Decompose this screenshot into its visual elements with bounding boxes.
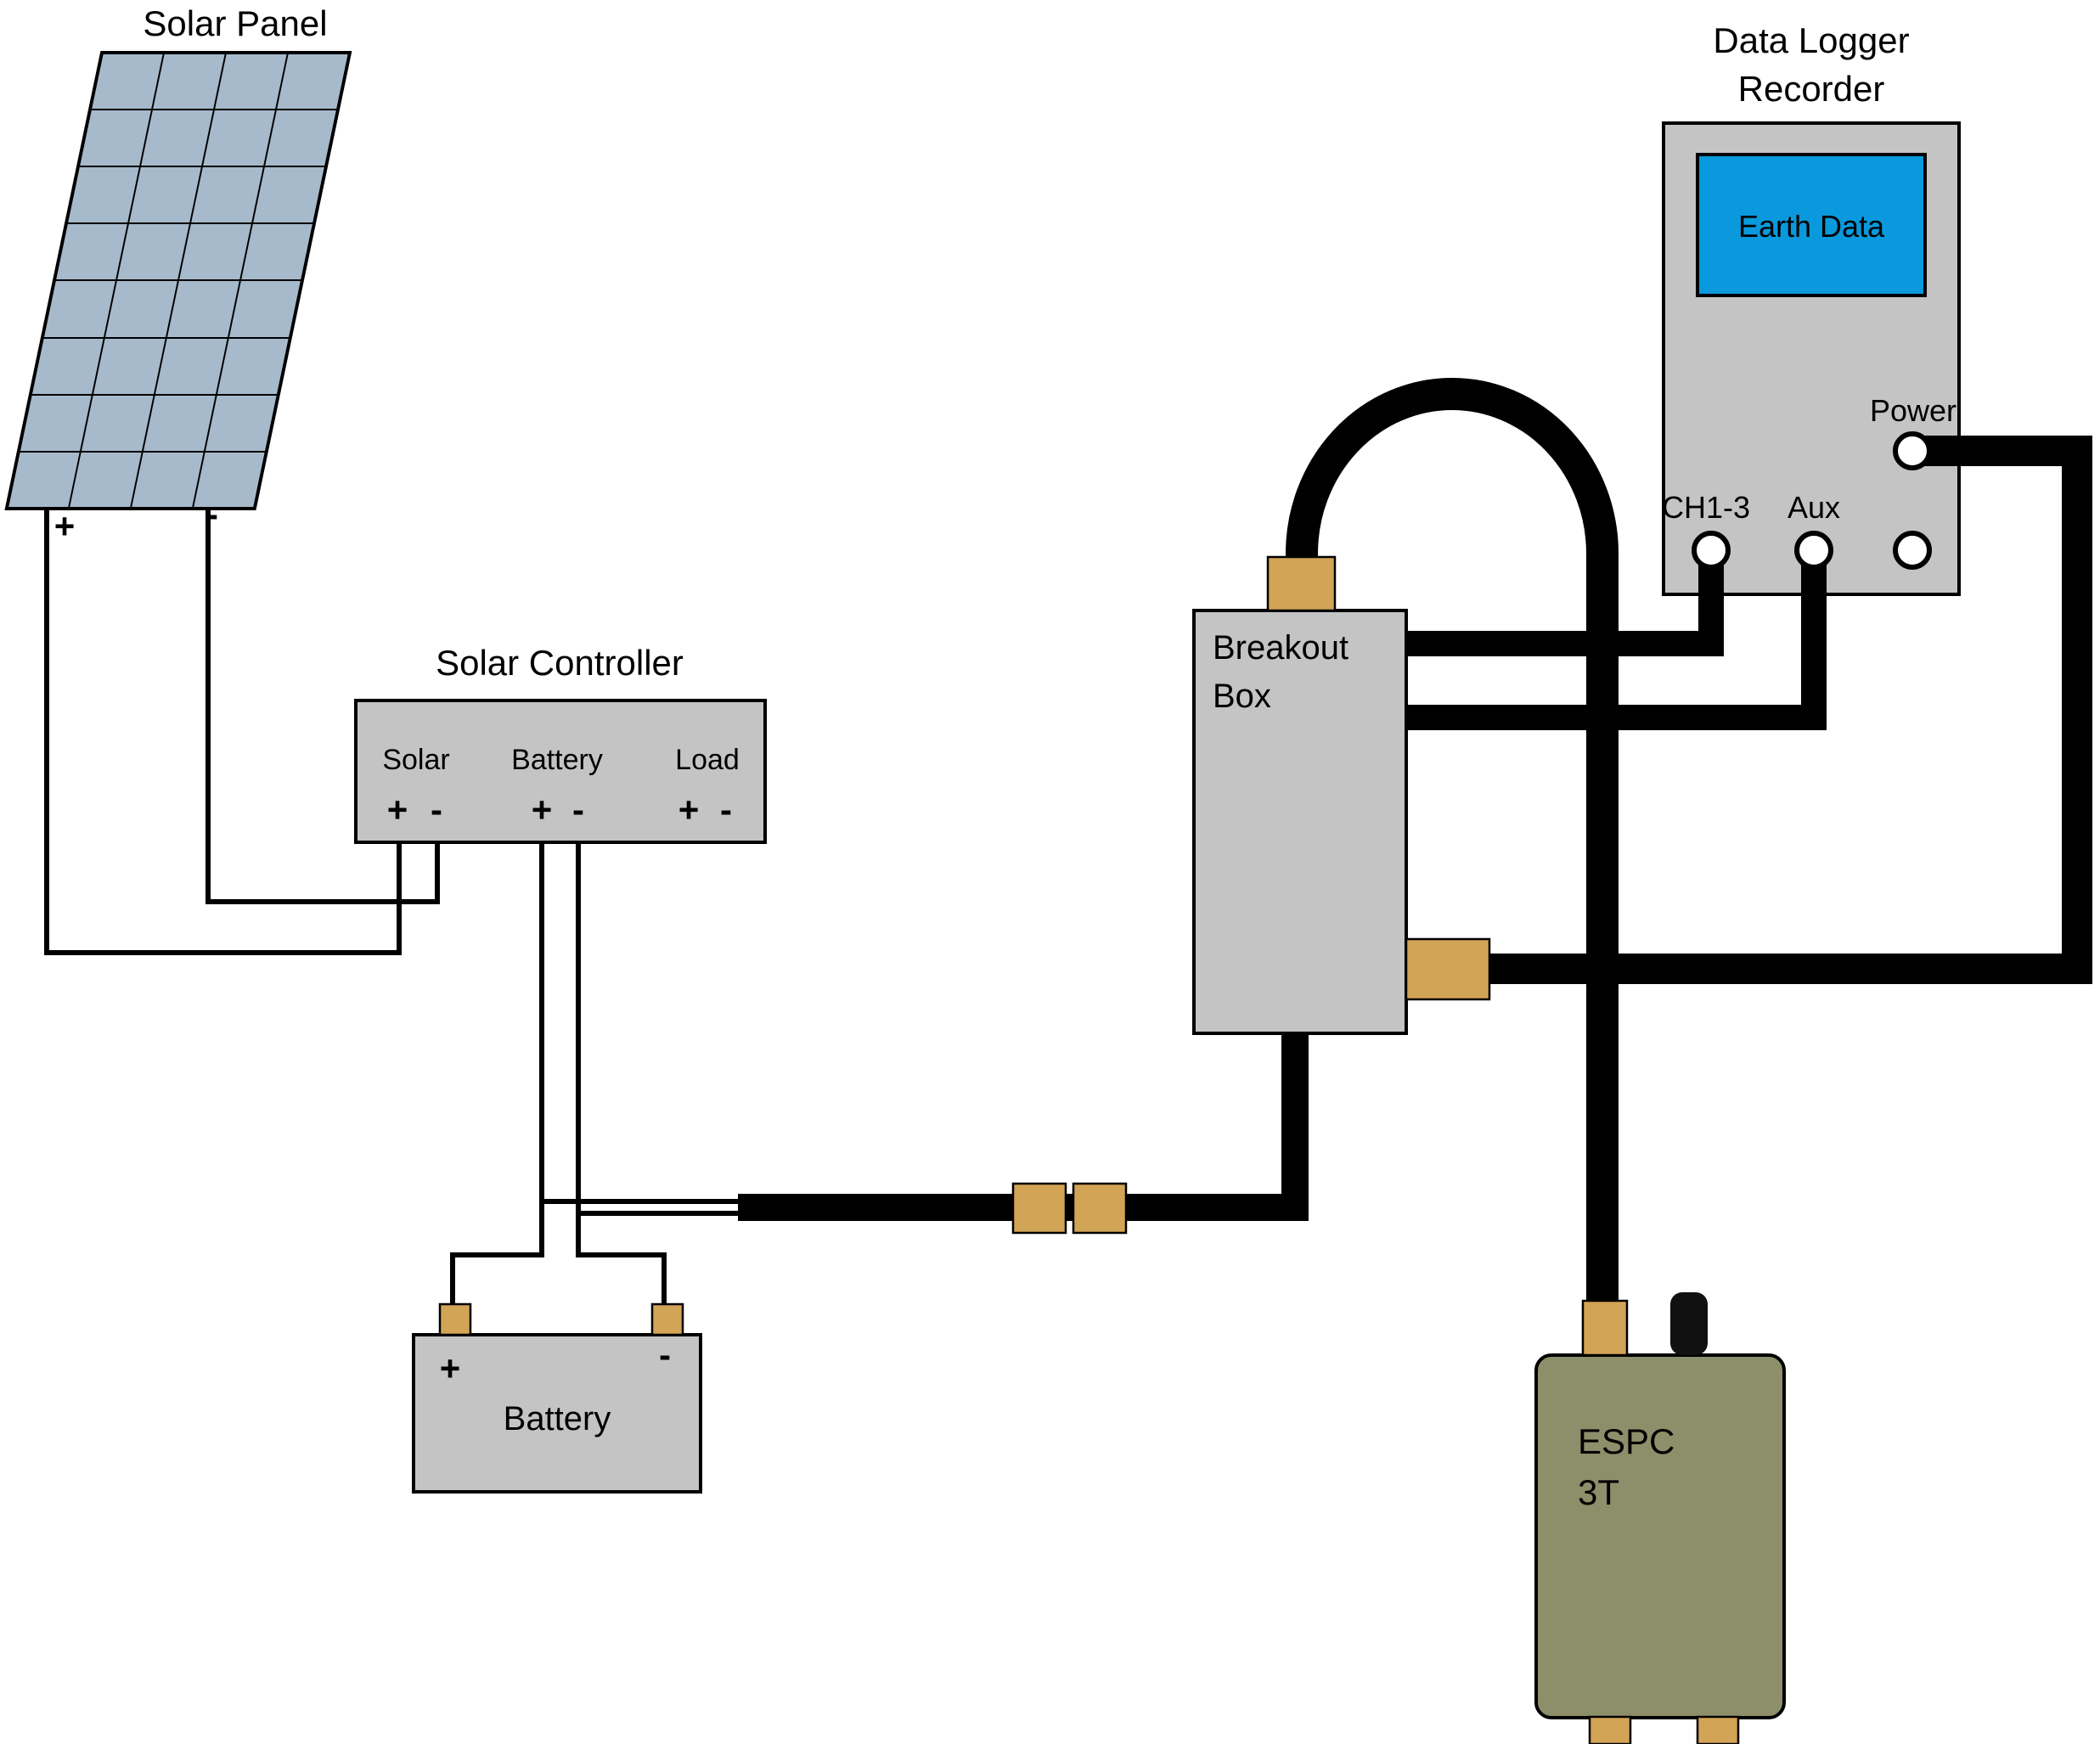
data-logger-screen — [1696, 153, 1927, 297]
battery-plus-label: + — [440, 1348, 461, 1388]
espc-top-connector — [1581, 1299, 1629, 1357]
espc-bottom-connector-a — [1588, 1715, 1632, 1744]
solar-panel — [4, 51, 352, 510]
battery-label: Battery — [504, 1400, 611, 1437]
solar-panel-minus-label: - — [206, 494, 218, 534]
wire-battery-plus — [450, 842, 544, 1309]
cable-logger-power — [1489, 436, 2092, 984]
breakout-label-line1: Breakout — [1213, 629, 1348, 667]
aux-port — [1794, 531, 1833, 570]
solar-panel-grid — [18, 53, 339, 509]
controller-load-minus: - — [720, 790, 732, 830]
power-port — [1893, 431, 1932, 470]
cable-aux — [1406, 548, 1827, 730]
cable-power-to-breakout — [738, 1035, 1309, 1221]
wire-battery-minus — [576, 842, 667, 1309]
solar-controller-title: Solar Controller — [436, 643, 684, 683]
logger-screen-text: Earth Data — [1738, 209, 1885, 244]
controller-battery-minus: - — [572, 790, 584, 830]
espc-sensor-box — [1534, 1353, 1786, 1719]
spare-port — [1893, 531, 1932, 570]
inline-connector-a — [1011, 1182, 1067, 1235]
breakout-label-line2: Box — [1213, 678, 1271, 715]
espc-label-line1: ESPC — [1578, 1421, 1675, 1461]
breakout-top-connector — [1266, 555, 1337, 612]
inline-connector-b — [1072, 1182, 1128, 1235]
battery-post-plus — [438, 1302, 472, 1336]
solar-controller-box — [354, 699, 767, 844]
breakout-box — [1192, 609, 1408, 1035]
espc-cap — [1670, 1292, 1708, 1355]
controller-solar-minus: - — [431, 790, 442, 830]
controller-solar-label: Solar — [382, 744, 449, 776]
espc-bottom-connector-b — [1696, 1715, 1740, 1744]
controller-solar-plus: + — [387, 790, 408, 830]
breakout-right-connector — [1405, 937, 1491, 1001]
data-logger-title-line2: Recorder — [1738, 69, 1885, 109]
controller-battery-plus: + — [532, 790, 553, 830]
controller-battery-label: Battery — [511, 744, 603, 776]
wire-solar-plus — [44, 509, 402, 955]
power-label: Power — [1870, 393, 1956, 428]
controller-load-plus: + — [678, 790, 700, 830]
battery-minus-label: - — [659, 1335, 671, 1375]
battery-post-minus — [650, 1302, 684, 1336]
cable-ch1-3 — [1406, 548, 1724, 656]
data-logger-title-line1: Data Logger — [1713, 20, 1909, 60]
controller-load-label: Load — [675, 744, 740, 776]
aux-label: Aux — [1788, 490, 1840, 525]
battery-box — [412, 1333, 702, 1494]
ch1-3-label: CH1-3 — [1662, 490, 1750, 525]
cable-breakout-to-espc — [1286, 378, 1619, 1346]
solar-panel-plus-label: + — [54, 506, 76, 546]
ch1-3-port — [1692, 531, 1731, 570]
espc-label-line2: 3T — [1578, 1472, 1619, 1512]
solar-panel-title: Solar Panel — [143, 3, 327, 43]
wire-solar-minus — [205, 509, 440, 904]
